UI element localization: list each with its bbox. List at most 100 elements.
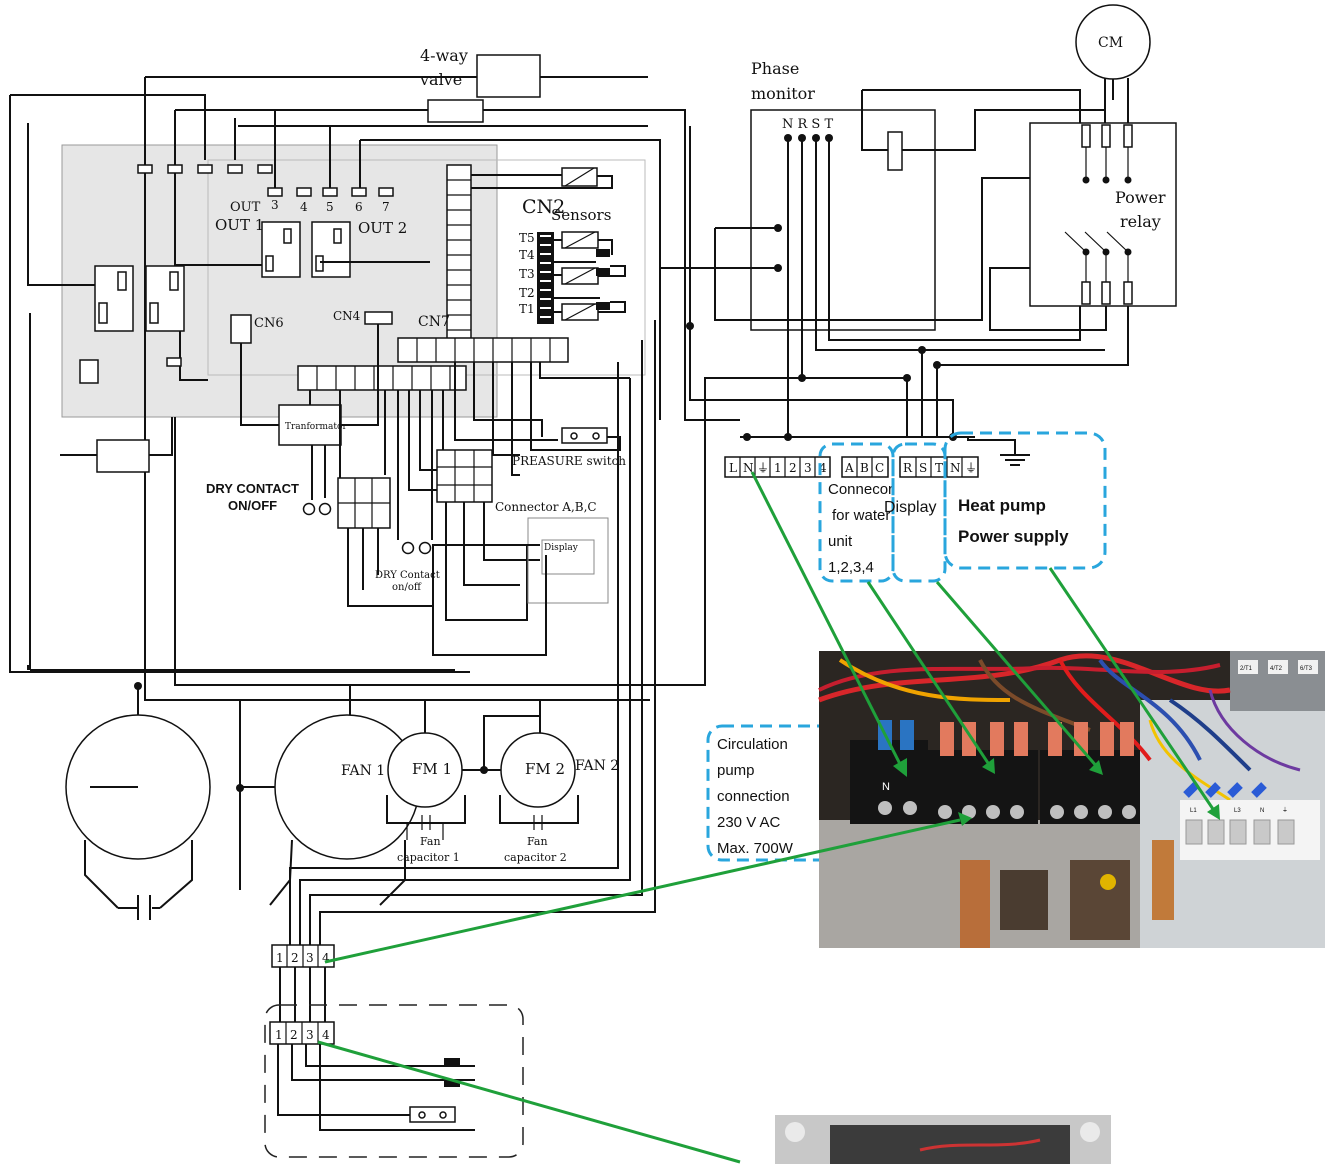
callout-water-1: Connecor: [828, 481, 893, 498]
sensor-elements: [554, 231, 626, 321]
tb1-num-4: 4: [322, 951, 330, 965]
fan2-label: FAN 2: [575, 758, 619, 774]
out-label: OUT: [230, 200, 261, 215]
term-s: S: [919, 461, 927, 475]
t5-label: T5: [519, 231, 535, 245]
water-unit-area: [264, 1004, 524, 1158]
power-relay-label-2: relay: [1120, 212, 1161, 231]
tb2-num-4: 4: [322, 1028, 330, 1042]
green-arrows: [317, 471, 1220, 1164]
term-a: A: [844, 461, 854, 475]
phase-monitor-label-1: Phase: [751, 59, 799, 78]
wire-top-1: [10, 94, 206, 160]
terminal-block-water: [269, 1021, 335, 1045]
out-num-6: 6: [355, 200, 363, 214]
callout-display-label: Display: [884, 499, 936, 516]
wire-top-2: [144, 77, 650, 701]
out-num-7: 7: [382, 200, 390, 214]
out-terminals: [267, 187, 394, 197]
photo-term-n: N: [1260, 808, 1264, 814]
out-num-5: 5: [326, 200, 334, 214]
display-small-label: Display: [544, 543, 579, 553]
four-way-valve-box: [476, 54, 541, 98]
cn4-connector: [364, 311, 393, 325]
display-small-box: [541, 539, 595, 575]
display-small-outer: [527, 517, 609, 604]
term-ground: ⏚: [757, 461, 769, 475]
sensor-thermistors: [471, 167, 613, 189]
cn4-label: CN4: [333, 309, 361, 323]
term-t: T: [935, 461, 943, 475]
tb1-num-3: 3: [306, 951, 314, 965]
fm2-label: FM 2: [525, 760, 565, 778]
callout-circ-2: pump: [717, 762, 755, 779]
phase-monitor-label-2: monitor: [751, 84, 815, 103]
sensors-label: Sensors: [551, 206, 611, 224]
wire-left-loop: [9, 95, 470, 673]
dry-contact-block: [337, 477, 391, 529]
out1-label: OUT 1: [215, 216, 264, 234]
term-b: B: [860, 461, 869, 475]
t4-label: T4: [519, 248, 535, 262]
fan-cap1-label-2: capacitor 1: [397, 851, 460, 864]
fm1-label: FM 1: [412, 760, 452, 778]
tb1-num-1: 1: [276, 951, 284, 965]
wire-valve-right-low: [483, 109, 740, 421]
out-num-3: 3: [271, 198, 279, 212]
callout-circ-4: 230 V AC: [717, 814, 781, 831]
callout-heat-pump-2: Power supply: [958, 527, 1069, 546]
pressure-switch-label: PREASURE switch: [512, 454, 626, 468]
t2-label: T2: [519, 286, 535, 300]
callout-circ-3: connection: [717, 788, 790, 805]
fan-cap2-label-2: capacitor 2: [504, 851, 567, 864]
contactor-label-1: 2/T1: [1240, 666, 1253, 672]
board-fuse: [79, 359, 99, 384]
power-relay-box: [1029, 122, 1177, 307]
contactor-label-3: 6/T3: [1300, 666, 1313, 672]
phase-monitor-box: [750, 109, 936, 331]
connector-abc-block: [436, 449, 493, 503]
water-unit-switch: [409, 1106, 456, 1123]
tb2-num-3: 3: [306, 1028, 314, 1042]
power-relay-label-1: Power: [1115, 188, 1166, 207]
power-relay-contacts: [1064, 124, 1133, 305]
tb2-num-2: 2: [290, 1028, 298, 1042]
terminal-block-fans: [271, 944, 335, 968]
out2-label: OUT 2: [358, 219, 407, 237]
term-ground2: ⏚: [965, 461, 977, 475]
cn2-label: CN2: [522, 196, 565, 218]
term-l: L: [729, 461, 737, 475]
callout-water-4: 1,2,3,4: [828, 559, 874, 576]
terminal-box-photo: 2/T1 4/T2 6/T3 N L1 L2 L3: [818, 651, 1325, 948]
photo-term-l1: L1: [1190, 808, 1197, 814]
cn7-connector: [397, 337, 569, 363]
tb1-num-2: 2: [291, 951, 299, 965]
dry-contact-small-1: DRY Contact: [375, 570, 440, 581]
lower-connector: [297, 365, 467, 391]
term-r: R: [903, 461, 913, 475]
dry-contact-label-1: DRY CONTACT: [206, 481, 299, 496]
cn7-label: CN7: [418, 314, 450, 330]
dry-contact-label-2: ON/OFF: [228, 498, 277, 513]
photo-n-mark: N: [882, 781, 890, 793]
wire-relay-a: [27, 123, 108, 286]
nrst-label: N R S T: [782, 117, 833, 132]
cn6-connector: [230, 314, 252, 344]
bottom-photo: [775, 1115, 1111, 1164]
cn2-strip: [446, 164, 472, 341]
transformator-box: [278, 404, 342, 446]
callout-water-2: for water: [832, 507, 890, 524]
callout-water-unit: [818, 442, 895, 583]
cn6-label: CN6: [254, 316, 284, 331]
dry-contact-small-2: on/off: [392, 582, 422, 593]
callout-circ-5: Max. 700W: [717, 840, 794, 857]
phase-monitor-relay: [887, 131, 903, 171]
fan-cap1-label-1: Fan: [420, 835, 441, 848]
callout-heat-pump-1: Heat pump: [958, 496, 1046, 515]
term-1: 1: [774, 461, 782, 475]
wire-out6: [360, 139, 661, 420]
t3-label: T3: [519, 267, 535, 281]
out-num-4: 4: [300, 200, 308, 214]
four-way-valve-label-2: valve: [419, 70, 462, 89]
